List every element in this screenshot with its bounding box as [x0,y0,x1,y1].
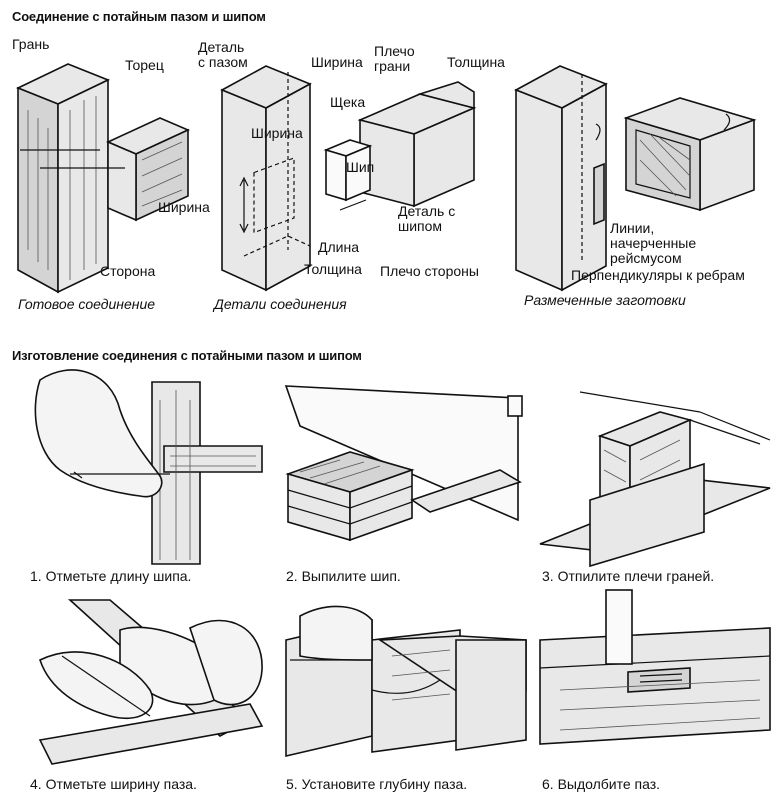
step-4-drawing [38,599,264,765]
label-width-top: Ширина [311,54,363,70]
caption-joint-parts: Детали соединения [214,296,347,312]
label-tenon-part: Деталь с шипом [398,203,456,234]
step-6-drawing [539,589,771,745]
label-face: Грань [12,36,50,52]
label-cheek: Щека [330,94,366,110]
label-perpendiculars: Перпендикуляры к ребрам [571,267,745,283]
label-gauge-lines: Линии, начерченные рейсмусом [610,220,697,266]
step-3-caption: 3. Отпилите плечи граней. [542,568,715,584]
joint-parts-drawing [220,65,477,292]
caption-marked-blanks: Размеченные заготовки [524,292,686,308]
step-5-caption: 5. Установите глубину паза. [286,776,468,792]
step-3-drawing [539,391,771,568]
label-thickness-bottom: Толщина [304,261,362,277]
finished-joint-drawing [16,63,190,294]
label-side: Сторона [100,263,156,279]
label-end: Торец [125,57,164,73]
step-6-caption: 6. Выдолбите паз. [542,776,661,792]
step-2-drawing [284,385,523,542]
step-2-caption: 2. Выпилите шип. [286,568,401,584]
section-1-title: Соединение с потайным пазом и шипом [12,9,266,24]
step-5-drawing [285,605,527,758]
label-mortise-part: Деталь с пазом [198,39,248,70]
label-length: Длина [318,239,359,255]
section-2-title: Изготовление соединения с потайными пазо… [12,348,362,363]
step-1-drawing [34,369,263,565]
step-4-caption: 4. Отметьте ширину паза. [30,776,197,792]
label-side-shoulder: Плечо стороны [380,263,479,279]
step-1-caption: 1. Отметьте длину шипа. [30,568,192,584]
label-thickness-top: Толщина [447,54,505,70]
label-face-shoulder: Плечо грани [374,43,415,74]
caption-finished-joint: Готовое соединение [18,296,156,312]
label-width-mortise: Ширина [251,125,303,141]
label-width-finished: Ширина [158,199,210,215]
label-tenon: Шип [346,159,375,175]
marked-blanks-drawing [514,65,757,292]
